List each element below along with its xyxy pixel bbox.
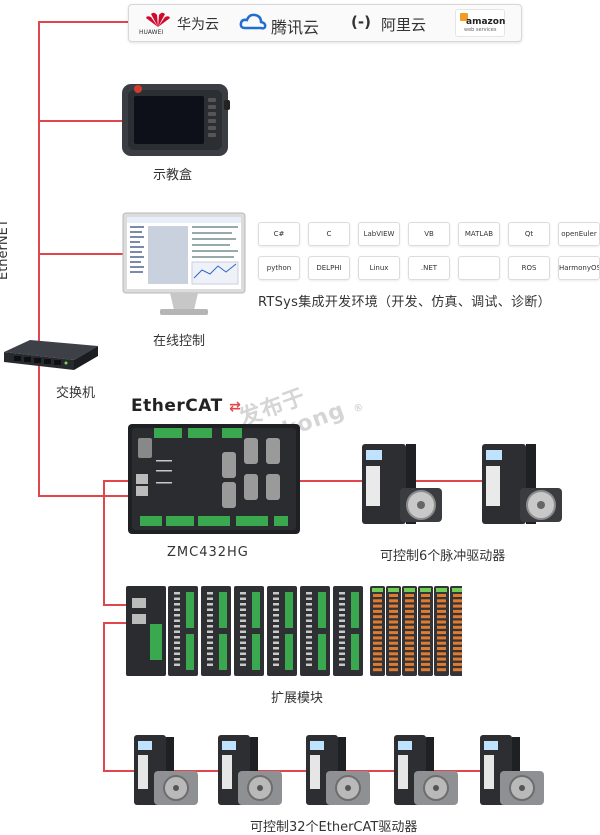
huawei-logo-text: HUAWEI [139, 29, 164, 36]
aliyun-logo-icon: (-) [351, 13, 371, 31]
language-tile-7: python [258, 256, 300, 280]
controller-image [126, 420, 302, 536]
language-tile-2: LabVIEW [358, 222, 400, 246]
ethernet-label: EtherNET [0, 219, 11, 280]
link-pc [38, 253, 124, 255]
huawei-cloud-name: 华为云 [177, 17, 219, 33]
language-tile-6: openEuler [558, 222, 600, 246]
tencent-cloud-icon [239, 12, 267, 32]
ethercat-logo: EtherCAT ⇄ [131, 396, 241, 416]
link-cloud [38, 21, 130, 23]
language-tile-12: ROS [508, 256, 550, 280]
language-tile-8: DELPHI [308, 256, 350, 280]
network-switch-image [0, 330, 100, 376]
pulse-drives-label: 可控制6个脉冲驱动器 [380, 549, 506, 564]
language-tile-10: .NET [408, 256, 450, 280]
ethercat-servo-drive-3 [300, 733, 380, 809]
link-expansion [103, 604, 129, 606]
expansion-modules-image [126, 584, 465, 678]
ethercat-servo-drive-5 [474, 733, 554, 809]
pulse-servo-drive-2 [478, 440, 578, 528]
tencent-cloud-name: 腾讯云 [271, 18, 320, 37]
trunk-line [38, 21, 40, 497]
language-tile-9: Linux [358, 256, 400, 280]
controller-label: ZMC432HG [167, 545, 249, 560]
language-tile-3: VB [408, 222, 450, 246]
aws-icon [460, 13, 468, 21]
pulse-servo-drive-1 [358, 440, 458, 528]
link-controller [38, 495, 134, 497]
aliyun-cloud-name: 阿里云 [381, 16, 427, 34]
switch-label: 交换机 [56, 386, 96, 401]
language-tile-11 [458, 256, 500, 280]
amazon-logo-sub: web services [464, 27, 497, 33]
ethercat-drives-label: 可控制32个EtherCAT驱动器 [250, 820, 418, 835]
ethercat-logo-text: EtherCAT [131, 396, 223, 416]
amazon-logo-text: amazon [466, 17, 506, 27]
link-pendant [38, 120, 122, 122]
language-tile-1: C [308, 222, 350, 246]
pc-monitor-image [122, 212, 246, 320]
ethercat-arrows-icon: ⇄ [229, 399, 242, 415]
amazon-logo-badge: amazon web services [455, 9, 505, 37]
language-tile-0: C# [258, 222, 300, 246]
cloud-logos-bar: HUAWEI 华为云 腾讯云 (-) 阿里云 amazon web servic… [128, 4, 522, 42]
ethercat-servo-drive-4 [388, 733, 468, 809]
link-expansion-out [103, 622, 129, 624]
online-control-label: 在线控制 [153, 334, 206, 349]
rtsys-label: RTSys集成开发环境（开发、仿真、调试、诊断） [258, 295, 551, 310]
ecat-drive-bus [103, 770, 495, 772]
ethercat-servo-drive-1 [128, 733, 208, 809]
link-ecat-in [103, 480, 137, 482]
teach-pendant-label: 示教盒 [153, 168, 193, 183]
huawei-logo-icon [143, 9, 173, 29]
language-tile-5: Qt [508, 222, 550, 246]
ethercat-servo-drive-2 [212, 733, 292, 809]
registered-icon: ® [351, 401, 367, 416]
language-tile-13: HarmonyOS [558, 256, 600, 280]
expansion-label: 扩展模块 [271, 691, 324, 706]
teach-pendant-image [120, 80, 232, 158]
ecat-drop-2 [103, 622, 105, 772]
language-tile-4: MATLAB [458, 222, 500, 246]
ecat-drop-1 [103, 480, 105, 606]
